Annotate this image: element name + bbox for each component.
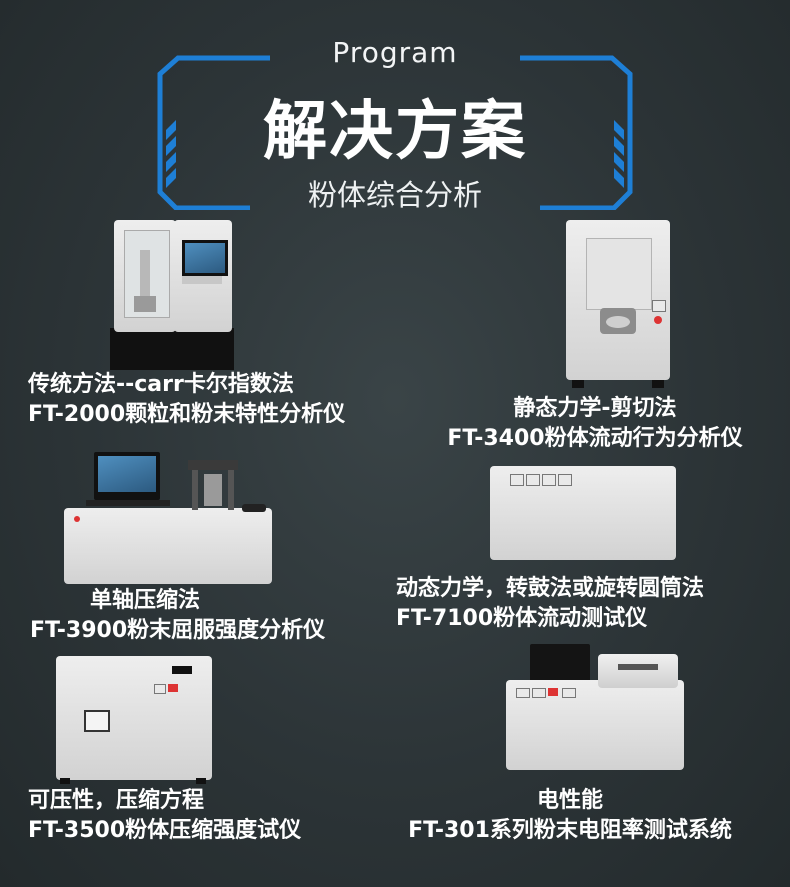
product-model: FT-3900粉末屈服强度分析仪 — [30, 618, 326, 643]
product-caption-ft3500: 可压性，压缩方程 FT-3500粉体压缩强度试仪 — [28, 786, 301, 846]
header-frame — [157, 55, 633, 210]
product-model: FT-2000颗粒和粉末特性分析仪 — [28, 402, 346, 427]
product-caption-ft3400: 静态力学-剪切法 FT-3400粉体流动行为分析仪 — [430, 394, 760, 454]
product-method: 静态力学-剪切法 — [513, 396, 677, 421]
left-stripes — [166, 120, 176, 188]
product-image-ft3900 — [64, 446, 272, 584]
product-image-ft3400 — [566, 220, 670, 388]
left-bracket — [157, 55, 270, 210]
product-method: 单轴压缩法 — [90, 588, 201, 613]
product-image-ft7100 — [490, 466, 676, 560]
product-caption-ft7100: 动态力学，转鼓法或旋转圆筒法 FT-7100粉体流动测试仪 — [396, 574, 704, 634]
right-bracket — [520, 55, 633, 210]
product-image-ft3500 — [56, 656, 216, 784]
right-stripes — [614, 120, 624, 188]
page-title: 解决方案 — [263, 95, 527, 169]
product-model: FT-3500粉体压缩强度试仪 — [28, 818, 302, 843]
product-image-ft301 — [506, 640, 686, 772]
product-method: 可压性，压缩方程 — [28, 788, 205, 813]
product-model: FT-7100粉体流动测试仪 — [396, 606, 648, 631]
page-subtitle: 粉体综合分析 — [307, 178, 482, 212]
product-caption-ft2000: 传统方法--carr卡尔指数法 FT-2000颗粒和粉末特性分析仪 — [28, 370, 345, 430]
program-label: Program — [332, 36, 458, 69]
product-caption-ft301: 电性能 FT-301系列粉末电阻率测试系统 — [390, 786, 750, 846]
product-model: FT-3400粉体流动行为分析仪 — [447, 426, 743, 451]
product-caption-ft3900: 单轴压缩法 FT-3900粉末屈服强度分析仪 — [30, 586, 325, 646]
product-model: FT-301系列粉末电阻率测试系统 — [408, 818, 732, 843]
product-method: 电性能 — [536, 788, 603, 813]
product-method: 传统方法--carr卡尔指数法 — [28, 372, 294, 397]
product-method: 动态力学，转鼓法或旋转圆筒法 — [396, 576, 705, 601]
product-image-ft2000 — [110, 220, 234, 370]
